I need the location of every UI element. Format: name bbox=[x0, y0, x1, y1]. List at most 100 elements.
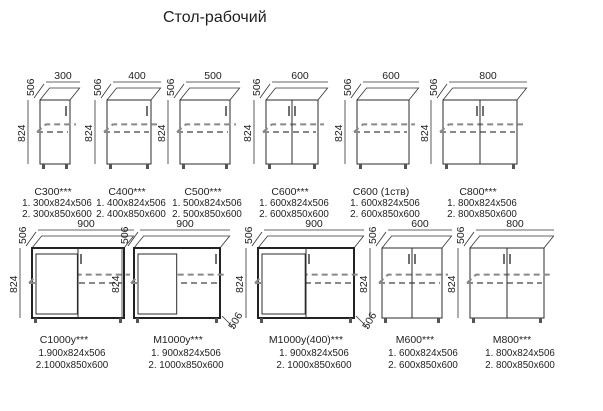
cabinet-leg bbox=[146, 164, 149, 169]
cabinet-leg bbox=[539, 318, 542, 323]
size-option-2: 2. 800x850x600 bbox=[485, 360, 555, 371]
depth-label: 506 bbox=[119, 226, 131, 244]
width-label: 600 bbox=[382, 70, 400, 82]
depth-label: 506 bbox=[455, 226, 467, 244]
cabinet-leg bbox=[268, 164, 271, 169]
width-label: 600 bbox=[411, 218, 429, 230]
cabinet-leg bbox=[34, 318, 37, 323]
depth-dimension-line bbox=[259, 83, 271, 99]
cabinet-shelf bbox=[466, 273, 550, 284]
depth-label: 506 bbox=[342, 78, 354, 96]
depth-dimension-line bbox=[375, 231, 387, 247]
cabinet-shelf bbox=[36, 123, 76, 133]
cabinet-leg bbox=[404, 164, 407, 169]
cabinet-name: С500*** bbox=[184, 186, 221, 198]
page-title: Стол-рабочий bbox=[163, 9, 267, 26]
side-depth-dimension-line bbox=[221, 315, 235, 329]
width-label: 900 bbox=[305, 218, 323, 230]
cabinet-name: С800*** bbox=[459, 186, 496, 198]
width-label: 900 bbox=[77, 218, 95, 230]
corner-inner-panel bbox=[35, 253, 78, 315]
cabinet-leg bbox=[260, 318, 263, 323]
cabinet-leg bbox=[215, 318, 218, 323]
corner-inner-panel bbox=[261, 253, 306, 315]
cabinet-name: М1000у*** bbox=[153, 334, 203, 346]
cabinet-top-edge bbox=[257, 235, 365, 249]
cabinet-shelf bbox=[262, 123, 324, 133]
depth-label: 506 bbox=[25, 78, 37, 96]
cabinet-leg bbox=[512, 164, 515, 169]
depth-label: 506 bbox=[428, 78, 440, 96]
size-option-2: 2. 600x850x600 bbox=[259, 209, 329, 220]
width-label: 800 bbox=[506, 218, 524, 230]
cabinet-name: С400*** bbox=[108, 186, 145, 198]
size-option-1: 1.900x824x506 bbox=[38, 348, 106, 359]
cabinet-leg bbox=[42, 164, 45, 169]
height-label: 824 bbox=[446, 275, 458, 293]
depth-dimension-line bbox=[463, 231, 475, 247]
cabinet-front bbox=[39, 99, 71, 165]
height-label: 824 bbox=[16, 124, 28, 142]
cabinet-top-edge bbox=[133, 235, 231, 249]
cabinet-leg bbox=[384, 318, 387, 323]
depth-label: 506 bbox=[367, 226, 379, 244]
height-label: 824 bbox=[242, 124, 254, 142]
cabinet-leg bbox=[119, 318, 122, 323]
corner-inner-panel bbox=[137, 253, 178, 315]
cabinet-leg bbox=[445, 164, 448, 169]
cabinet-top-edge bbox=[356, 87, 420, 101]
width-label: 500 bbox=[204, 70, 222, 82]
cabinet-leg bbox=[313, 164, 316, 169]
cabinet-top-edge bbox=[469, 235, 555, 249]
depth-dimension-line bbox=[33, 83, 45, 99]
depth-label: 506 bbox=[243, 226, 255, 244]
depth-label: 506 bbox=[165, 78, 177, 96]
size-option-1: 1. 600x824x506 bbox=[388, 348, 458, 359]
cabinet-leg bbox=[359, 164, 362, 169]
size-option-1: 1. 300x824x506 bbox=[22, 198, 92, 209]
height-label: 824 bbox=[234, 275, 246, 293]
cabinet-top-edge bbox=[39, 87, 81, 101]
cabinet-name: С300*** bbox=[34, 186, 71, 198]
width-label: 600 bbox=[291, 70, 309, 82]
width-label: 800 bbox=[479, 70, 497, 82]
size-option-1: 1. 600x824x506 bbox=[350, 198, 420, 209]
depth-label: 506 bbox=[17, 226, 29, 244]
cabinet-leg bbox=[437, 318, 440, 323]
height-label: 824 bbox=[83, 124, 95, 142]
cabinet-top-edge bbox=[31, 235, 135, 249]
cabinet-shelf bbox=[378, 273, 448, 284]
cabinet-leg bbox=[349, 318, 352, 323]
size-option-1: 1. 600x824x506 bbox=[259, 198, 329, 209]
cabinet-name: С1000у*** bbox=[40, 334, 88, 346]
cabinet-shelf bbox=[103, 123, 157, 133]
cabinet-leg bbox=[109, 164, 112, 169]
cabinet-leg bbox=[472, 318, 475, 323]
size-option-2: 2. 600x850x600 bbox=[388, 360, 458, 371]
depth-dimension-line bbox=[173, 83, 185, 99]
cabinet-leg bbox=[182, 164, 185, 169]
cabinet-top-edge bbox=[265, 87, 329, 101]
cabinet-leg bbox=[136, 318, 139, 323]
cabinet-shelf bbox=[439, 123, 523, 133]
depth-dimension-line bbox=[127, 231, 139, 247]
depth-dimension-line bbox=[436, 83, 448, 99]
cabinet-top-edge bbox=[442, 87, 528, 101]
cabinet-leg bbox=[65, 164, 68, 169]
height-label: 824 bbox=[358, 275, 370, 293]
width-label: 300 bbox=[54, 70, 72, 82]
size-option-2: 2. 300x850x600 bbox=[22, 209, 92, 220]
cabinet-top-edge bbox=[106, 87, 162, 101]
height-label: 824 bbox=[8, 275, 20, 293]
depth-label: 506 bbox=[251, 78, 263, 96]
cabinet-name: С600 (1ств) bbox=[353, 186, 410, 198]
width-label: 900 bbox=[176, 218, 194, 230]
